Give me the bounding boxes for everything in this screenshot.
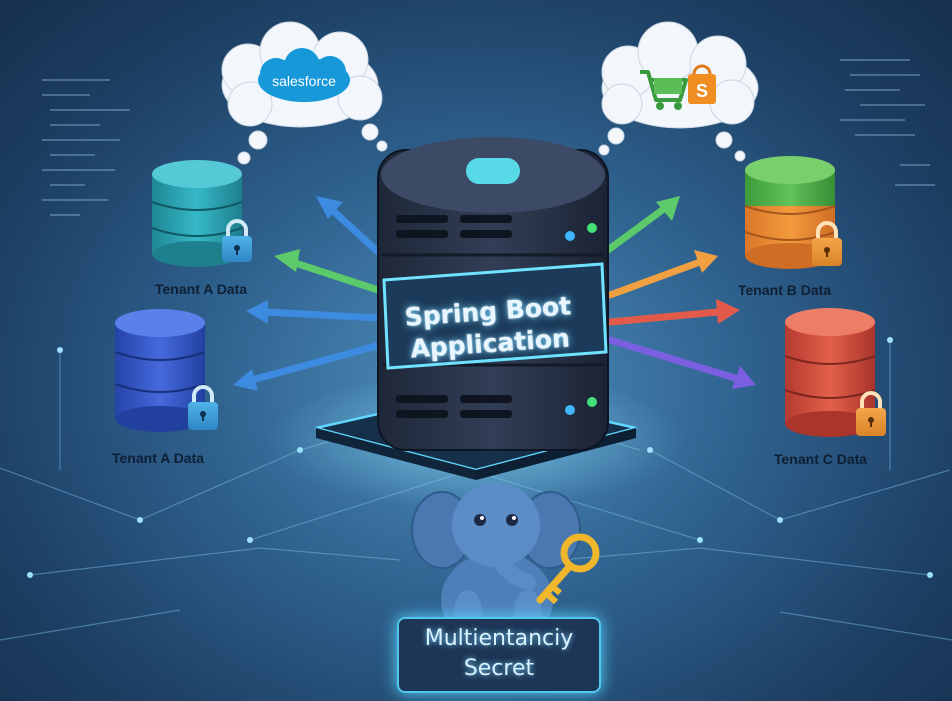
arrow-blue-mid — [262, 308, 382, 322]
status-light — [466, 158, 520, 184]
led-blue — [565, 231, 575, 241]
arrows — [233, 196, 756, 391]
db-tenant-a-bottom — [114, 309, 206, 432]
secret-badge — [397, 617, 601, 693]
lock-icon — [188, 385, 218, 430]
salesforce-logo: salesforce — [258, 48, 350, 102]
shopping-bag-icon: S — [688, 64, 716, 104]
lock-icon — [222, 219, 252, 262]
svg-text:salesforce: salesforce — [272, 73, 336, 89]
tenant-label: Tenant B Data — [738, 282, 832, 298]
arrow-purple — [606, 336, 739, 382]
lock-icon — [856, 391, 886, 436]
server-stack — [377, 137, 609, 451]
arrow-orange — [606, 258, 704, 299]
tenant-label: Tenant A Data — [155, 281, 248, 297]
display-panel — [382, 262, 608, 370]
arrow-blue-up — [326, 204, 382, 256]
arrow-green — [288, 258, 382, 294]
tenant-label: Tenant A Data — [112, 450, 205, 466]
secret-label-line1: Multientanciy — [424, 626, 574, 651]
led-green — [587, 223, 597, 233]
key-icon — [536, 533, 600, 605]
tenant-label: Tenant C Data — [774, 451, 868, 467]
db-tenant-a-top — [151, 160, 243, 267]
secret-label-line2: Secret — [463, 656, 535, 681]
secret-label: Multientanciy Secret — [397, 624, 601, 684]
lock-icon — [812, 221, 842, 266]
svg-text:S: S — [696, 81, 708, 101]
arrow-red — [606, 308, 722, 326]
code-texture-right — [840, 59, 935, 186]
shopping-cart-icon — [640, 70, 688, 110]
arrow-blue-low — [248, 341, 384, 384]
arrow-green-right — [604, 204, 669, 254]
code-texture-left — [42, 79, 130, 216]
